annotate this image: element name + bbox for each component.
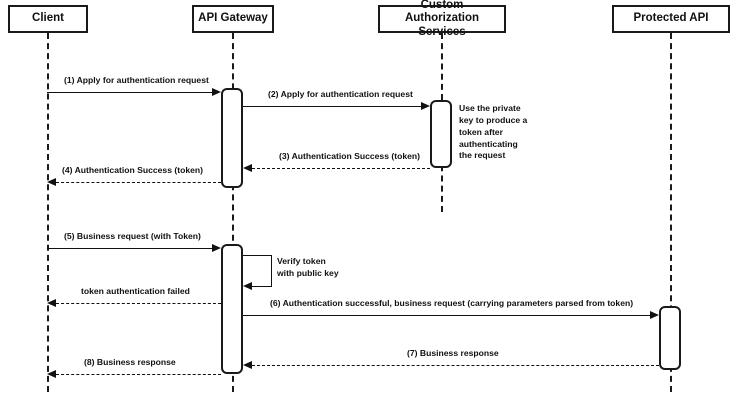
message-arrowhead-token-auth-failed	[47, 298, 56, 307]
message-line-7	[252, 365, 659, 366]
message-label-6: (6) Authentication successful, business …	[270, 298, 634, 308]
lifeline-label-client: Client	[32, 12, 64, 25]
message-arrowhead-6	[650, 310, 659, 319]
note-private-key-line-5: the request	[459, 150, 506, 161]
activation-api-gateway-2	[221, 244, 243, 374]
note-private-key-line-4: authenticating	[459, 138, 518, 149]
message-line-5	[47, 248, 212, 249]
message-label-2: (2) Apply for authentication request	[268, 89, 413, 99]
message-arrowhead-2	[421, 101, 430, 110]
message-arrowhead-8	[47, 369, 56, 378]
message-label-5: (5) Business request (with Token)	[64, 231, 201, 241]
self-message-label-verify-token-line1: Verify token	[277, 256, 326, 266]
message-label-8: (8) Business response	[84, 357, 176, 367]
message-line-8	[56, 374, 221, 375]
lifeline-header-protected-api[interactable]: Protected API	[612, 5, 730, 33]
note-private-key-line-1: Use the private	[459, 103, 521, 113]
message-line-4	[56, 182, 221, 183]
lifeline-header-client[interactable]: Client	[8, 5, 88, 33]
message-label-7: (7) Business response	[407, 348, 499, 358]
self-message-verify-token-top	[243, 255, 271, 256]
activation-custom-auth-1	[430, 100, 452, 168]
self-message-verify-token-bottom	[252, 286, 272, 287]
message-label-4: (4) Authentication Success (token)	[62, 165, 204, 175]
message-arrowhead-4	[47, 177, 56, 186]
message-arrowhead-5	[212, 243, 221, 252]
message-label-1: (1) Apply for authentication request	[64, 75, 209, 85]
lifeline-header-api-gateway[interactable]: API Gateway	[192, 5, 274, 33]
lifeline-label-api-gateway: API Gateway	[198, 12, 268, 25]
message-label-3: (3) Authentication Success (token)	[279, 151, 421, 161]
lifeline-header-custom-auth[interactable]: Custom Authorization Services	[378, 0, 506, 38]
self-message-verify-token-right	[271, 255, 272, 286]
message-line-3	[252, 168, 430, 169]
message-label-token-auth-failed: token authentication failed	[81, 286, 190, 296]
message-arrowhead-1	[212, 87, 221, 96]
note-private-key-line-2: key to produce a	[459, 114, 528, 125]
self-message-arrowhead-verify-token	[243, 281, 252, 290]
message-line-token-auth-failed	[56, 303, 221, 304]
self-message-label-verify-token-line2: with public key	[277, 268, 339, 278]
message-arrowhead-3	[243, 163, 252, 172]
lifeline-line-client	[47, 33, 49, 392]
activation-protected-api-1	[659, 306, 681, 370]
message-line-1	[47, 92, 212, 93]
message-arrowhead-7	[243, 360, 252, 369]
lifeline-line-api-gateway	[232, 33, 234, 392]
message-line-2	[243, 106, 421, 107]
lifeline-line-protected-api	[670, 33, 672, 392]
lifeline-label-custom-auth: Custom Authorization Services	[404, 0, 480, 38]
activation-api-gateway-1	[221, 88, 243, 188]
note-private-key-line-3: token after	[459, 126, 503, 137]
message-line-6	[243, 315, 650, 316]
lifeline-label-protected-api: Protected API	[633, 12, 709, 25]
note-private-key: Use the private key to produce a token a…	[459, 103, 527, 162]
